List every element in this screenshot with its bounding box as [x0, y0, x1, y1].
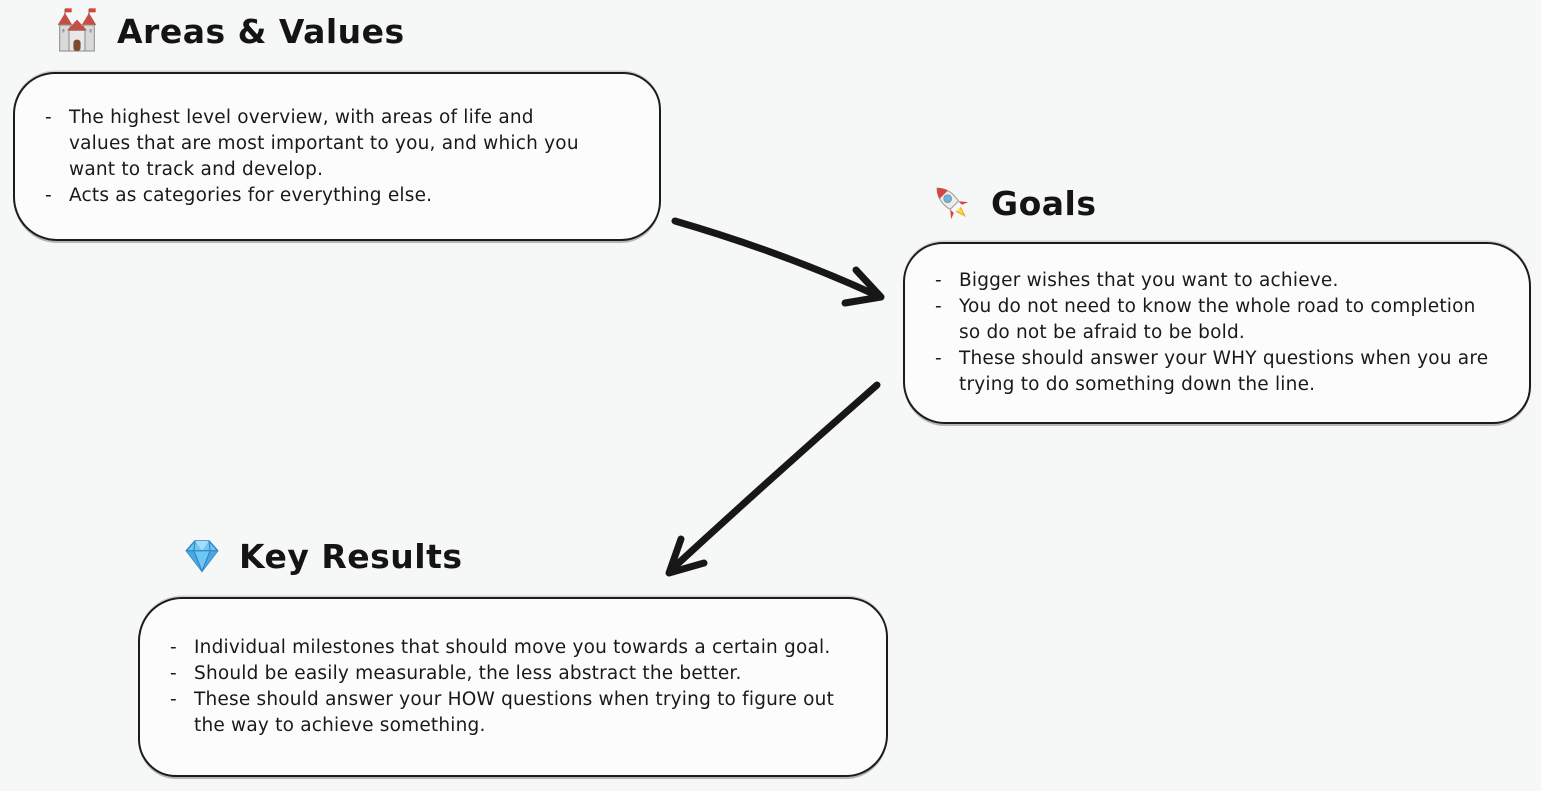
bullet-item: - The highest level overview, with areas…	[45, 105, 579, 183]
node-title-areas-values: Areas & Values	[53, 4, 405, 58]
bullet-text: These should answer your HOW questions w…	[194, 689, 835, 736]
key-results-box: - Individual milestones that should move…	[138, 597, 888, 777]
bullet-text: These should answer your WHY questions w…	[959, 348, 1489, 395]
castle-icon	[53, 7, 101, 55]
bullet-text: Acts as categories for everything else.	[69, 184, 433, 206]
arrow-goals-to-key-results	[665, 381, 881, 577]
bullet-marker: -	[935, 348, 942, 369]
bullet-text: Bigger wishes that you want to achieve.	[959, 270, 1339, 291]
node-title-text: Key Results	[239, 536, 463, 576]
goals-bullet-list: - Bigger wishes that you want to achieve…	[935, 268, 1488, 398]
bullet-marker: -	[935, 270, 942, 291]
bullet-item: - These should answer your HOW questions…	[170, 687, 834, 739]
diamond-icon	[181, 535, 223, 577]
node-title-key-results: Key Results	[181, 529, 463, 583]
bullet-marker: -	[45, 184, 52, 206]
bullet-marker: -	[45, 106, 52, 128]
goals-box: - Bigger wishes that you want to achieve…	[903, 242, 1531, 424]
bullet-marker: -	[170, 663, 177, 684]
bullet-item: - Acts as categories for everything else…	[45, 183, 579, 209]
rocket-icon	[929, 180, 975, 226]
arrow-areas-to-goals	[671, 217, 885, 307]
bullet-item: - You do not need to know the whole road…	[935, 294, 1488, 346]
node-title-text: Goals	[991, 183, 1097, 223]
bullet-item: - Bigger wishes that you want to achieve…	[935, 268, 1488, 294]
areas-values-bullet-list: - The highest level overview, with areas…	[45, 105, 579, 209]
bullet-marker: -	[170, 637, 177, 658]
bullet-item: - Individual milestones that should move…	[170, 635, 834, 661]
bullet-marker: -	[170, 689, 177, 710]
bullet-item: - Should be easily measurable, the less …	[170, 661, 834, 687]
areas-values-box: - The highest level overview, with areas…	[13, 72, 661, 241]
node-title-goals: Goals	[929, 176, 1096, 230]
node-title-text: Areas & Values	[117, 11, 405, 51]
bullet-text: The highest level overview, with areas o…	[69, 106, 579, 180]
key-results-bullet-list: - Individual milestones that should move…	[170, 635, 834, 739]
bullet-text: Individual milestones that should move y…	[194, 637, 831, 658]
bullet-item: - These should answer your WHY questions…	[935, 346, 1488, 398]
bullet-text: Should be easily measurable, the less ab…	[194, 663, 742, 684]
bullet-marker: -	[935, 296, 942, 317]
bullet-text: You do not need to know the whole road t…	[959, 296, 1476, 343]
